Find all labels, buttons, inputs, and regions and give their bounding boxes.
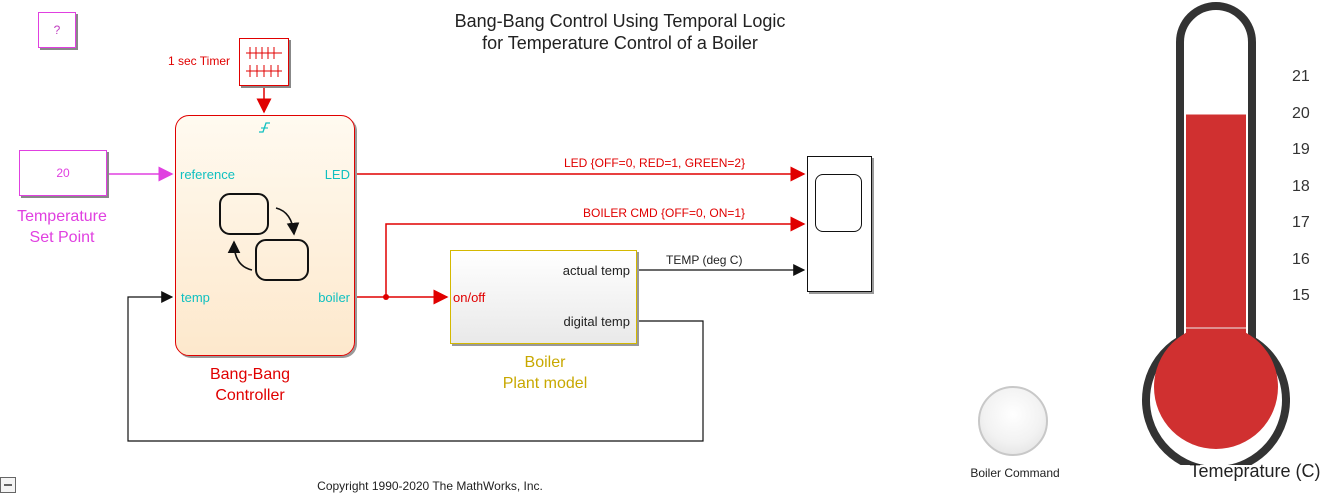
trigger-edge-icon <box>259 122 270 133</box>
model-title: Bang-Bang Control Using Temporal Logic f… <box>360 10 880 54</box>
port-led: LED <box>324 167 350 182</box>
setpoint-constant-block[interactable]: 20 <box>19 150 107 196</box>
title-line-1: Bang-Bang Control Using Temporal Logic <box>454 11 786 31</box>
lamp-label: Boiler Command <box>970 466 1060 480</box>
thermometer-gauge[interactable] <box>1130 0 1290 465</box>
controller-label-line-2: Controller <box>215 387 285 404</box>
pulse-generator-icon <box>246 47 282 77</box>
thermometer-tick-label: 15 <box>1292 287 1310 304</box>
thermometer-tick-label: 17 <box>1292 214 1310 231</box>
boiler-label-line-2: Plant model <box>502 375 588 392</box>
boiler-command-lamp[interactable] <box>978 386 1048 456</box>
bang-bang-controller-chart[interactable] <box>175 115 355 356</box>
port-reference: reference <box>180 167 235 182</box>
setpoint-value: 20 <box>56 166 70 180</box>
setpoint-label-line-1: Temperature <box>17 208 107 225</box>
boiler-label: Boiler Plant model <box>470 352 620 394</box>
boiler-label-line-1: Boiler <box>524 354 566 371</box>
port-boiler: boiler <box>318 290 350 305</box>
thermometer-mercury <box>1186 114 1246 362</box>
setpoint-label: Temperature Set Point <box>0 206 124 248</box>
help-block[interactable]: ? <box>38 12 76 48</box>
feedback-signal-line[interactable] <box>127 291 704 442</box>
boiler-plant-block[interactable] <box>450 250 637 344</box>
minus-icon <box>4 484 12 486</box>
title-line-2: for Temperature Control of a Boiler <box>482 33 758 53</box>
copyright-text: Copyright 1990-2020 The MathWorks, Inc. <box>317 479 543 493</box>
thermometer-label: Temeprature (C) <box>1189 461 1321 481</box>
controller-label-line-1: Bang-Bang <box>209 366 291 383</box>
thermometer-tick-label: 16 <box>1292 250 1310 268</box>
boiler-cmd-signal-label: BOILER CMD {OFF=0, ON=1} <box>583 206 746 220</box>
thermometer-tick-label: 19 <box>1292 141 1310 158</box>
timer-block[interactable] <box>239 38 289 86</box>
port-temp: temp <box>181 290 210 305</box>
led-signal-label: LED {OFF=0, RED=1, GREEN=2} <box>564 156 746 170</box>
port-onoff: on/off <box>453 290 486 305</box>
port-actual-temp: actual temp <box>562 263 630 278</box>
thermometer-tick-label: 20 <box>1292 104 1310 122</box>
boiler-cmd-to-scope-line[interactable] <box>385 216 806 297</box>
stateflow-chart-icon <box>219 193 309 281</box>
port-digital-temp: digital temp <box>563 314 630 329</box>
thermometer-tick-label: 21 <box>1292 68 1310 85</box>
timer-label: 1 sec Timer <box>167 54 230 68</box>
temp-signal-label: TEMP (deg C) <box>666 253 743 267</box>
scope-screen-icon <box>815 174 862 232</box>
collapse-button[interactable] <box>0 477 16 493</box>
help-block-text: ? <box>53 23 61 37</box>
setpoint-label-line-2: Set Point <box>29 229 95 246</box>
controller-label: Bang-Bang Controller <box>190 364 310 406</box>
branch-point <box>383 294 389 300</box>
thermometer-tick-label: 18 <box>1292 177 1310 195</box>
thermometer-bulb <box>1154 325 1278 449</box>
